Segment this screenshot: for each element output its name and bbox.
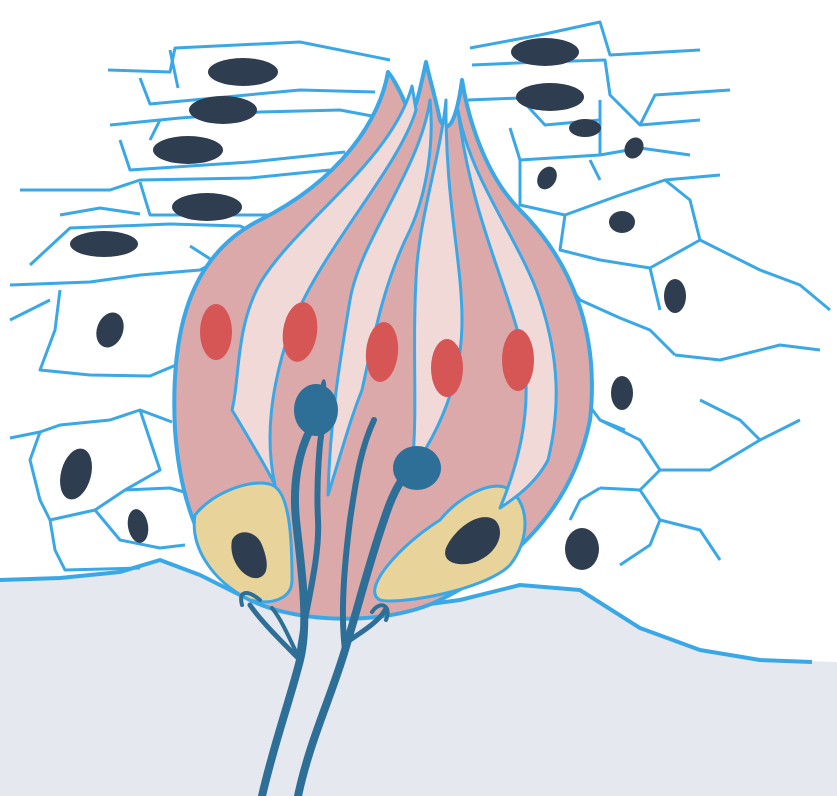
taste-bud-illustration xyxy=(0,0,837,796)
taste-bud-diagram-icon xyxy=(0,0,837,796)
